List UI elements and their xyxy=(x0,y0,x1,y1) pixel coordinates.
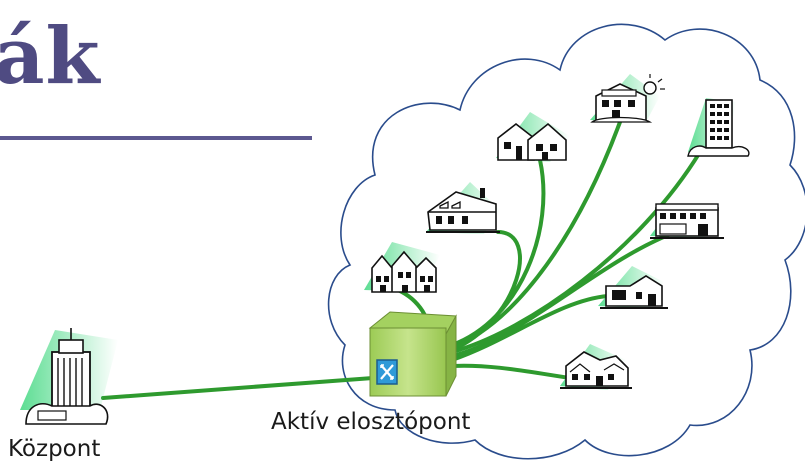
fiber-link-apartment xyxy=(450,150,702,354)
central-office-building-icon xyxy=(20,328,118,425)
row-houses-icon xyxy=(364,242,440,293)
fiber-link-twin-houses xyxy=(450,158,546,347)
active-distribution-point-label: Aktív elosztópont xyxy=(271,409,471,435)
fiber-lines xyxy=(101,120,702,400)
active-switch-cabinet-icon xyxy=(368,311,457,397)
central-office-label: Központ xyxy=(8,436,101,462)
shop-front-icon xyxy=(650,203,724,239)
suburban-house-icon xyxy=(426,182,500,234)
apartment-tower-icon xyxy=(687,98,750,157)
twin-houses-icon xyxy=(496,112,570,162)
solar-house-icon xyxy=(590,74,665,123)
modern-house-icon xyxy=(598,266,668,309)
fiber-link-central xyxy=(101,376,375,400)
title-underline xyxy=(0,136,312,140)
fiber-link-villa xyxy=(450,363,572,380)
villa-icon xyxy=(560,344,632,390)
slide-title-fragment: ák xyxy=(0,11,101,102)
fiber-link-shop xyxy=(450,230,678,358)
fiber-link-modern-house xyxy=(450,294,610,362)
fiber-link-solar-house xyxy=(450,120,622,350)
